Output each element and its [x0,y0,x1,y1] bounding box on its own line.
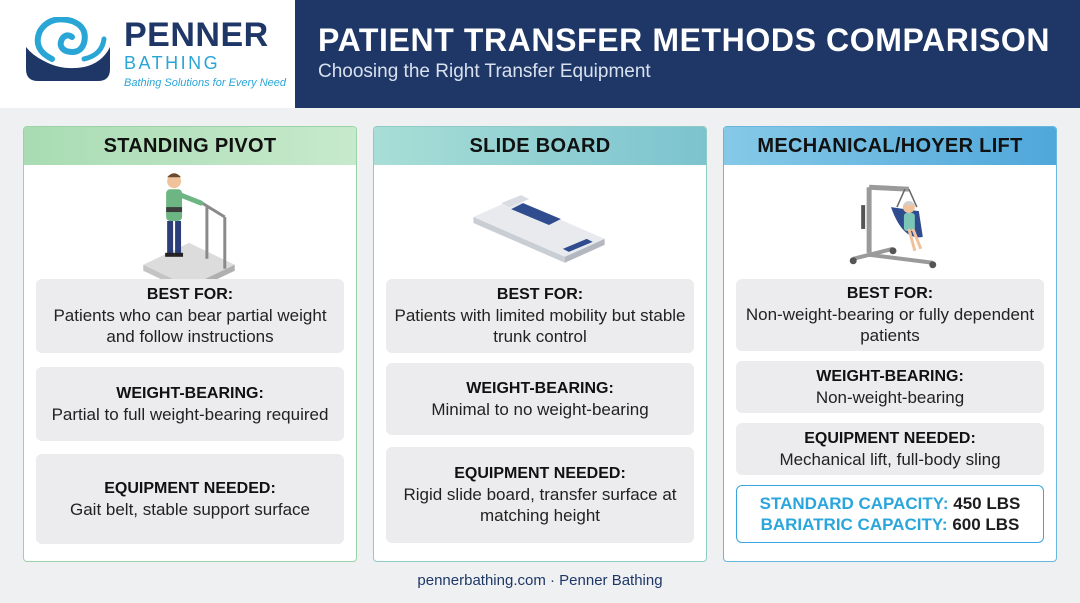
weight-bearing-box: WEIGHT-BEARING: Partial to full weight-b… [36,367,344,441]
weight-bearing-text: Non-weight-bearing [815,387,965,407]
equipment-label: EQUIPMENT NEEDED: [454,465,626,482]
page-subtitle: Choosing the Right Transfer Equipment [318,61,651,82]
bariatric-capacity-label: BARIATRIC CAPACITY: [760,515,948,534]
best-for-text: Non-weight-bearing or fully dependent pa… [745,305,1035,345]
best-for-box: BEST FOR: Patients who can bear partial … [36,279,344,353]
equipment-label: EQUIPMENT NEEDED: [804,429,976,447]
card-title: MECHANICAL/HOYER LIFT [724,127,1056,165]
weight-bearing-box: WEIGHT-BEARING: Non-weight-bearing [736,361,1044,413]
weight-bearing-text: Partial to full weight-bearing required [51,404,329,424]
equipment-box: EQUIPMENT NEEDED: Mechanical lift, full-… [736,423,1044,475]
card-title: SLIDE BOARD [374,127,706,165]
standard-capacity-value: 450 LBS [953,494,1021,513]
header-banner: PENNER BATHING Bathing Solutions for Eve… [0,0,1080,108]
equipment-box: EQUIPMENT NEEDED: Gait belt, stable supp… [36,454,344,544]
footer-text[interactable]: pennerbathing.com · Penner Bathing [417,572,663,589]
equipment-text: Mechanical lift, full-body sling [779,449,1001,469]
weight-bearing-box: WEIGHT-BEARING: Minimal to no weight-bea… [386,363,694,435]
brand-subname: BATHING [124,53,221,73]
penner-wave-logo-icon [26,17,110,81]
bariatric-capacity-value: 600 LBS [952,515,1020,534]
card-hoyer-lift: MECHANICAL/HOYER LIFT BEST FOR: Non-weig… [723,126,1057,562]
standard-capacity-label: STANDARD CAPACITY: [759,494,949,513]
brand-name: PENNER [124,16,269,54]
capacity-box: STANDARD CAPACITY: 450 LBS BARIATRIC CAP… [736,485,1044,543]
best-for-text: Patients who can bear partial weight and… [53,306,327,346]
standard-capacity-line: STANDARD CAPACITY: 450 LBS [760,493,1021,514]
best-for-box: BEST FOR: Patients with limited mobility… [386,279,694,353]
best-for-text: Patients with limited mobility but stabl… [394,306,686,346]
best-for-box: BEST FOR: Non-weight-bearing or fully de… [736,279,1044,351]
best-for-label: BEST FOR: [846,285,934,302]
weight-bearing-label: WEIGHT-BEARING: [466,379,614,397]
card-standing-pivot: STANDING PIVOT BEST FOR: Patients who ca… [23,126,357,562]
equipment-text: Gait belt, stable support surface [69,499,311,519]
card-slide-board: SLIDE BOARD BEST FOR: Patients with limi… [373,126,707,562]
bariatric-capacity-line: BARIATRIC CAPACITY: 600 LBS [761,514,1020,535]
equipment-label: EQUIPMENT NEEDED: [104,479,276,497]
weight-bearing-label: WEIGHT-BEARING: [816,367,964,385]
weight-bearing-text: Minimal to no weight-bearing [431,399,649,419]
equipment-text: Rigid slide board, transfer surface at m… [403,485,677,525]
page-title: PATIENT TRANSFER METHODS COMPARISON [318,22,1051,58]
slide-board-illustration-icon [473,195,605,263]
equipment-box: EQUIPMENT NEEDED: Rigid slide board, tra… [386,447,694,543]
weight-bearing-label: WEIGHT-BEARING: [116,384,264,402]
best-for-label: BEST FOR: [496,286,584,303]
logo-area[interactable]: PENNER BATHING Bathing Solutions for Eve… [0,0,295,108]
best-for-label: BEST FOR: [146,286,234,303]
hoyer-lift-illustration-icon [849,184,937,269]
card-title: STANDING PIVOT [24,127,356,165]
standing-pivot-illustration-icon [143,173,235,279]
brand-tagline: Bathing Solutions for Every Need [124,77,287,89]
